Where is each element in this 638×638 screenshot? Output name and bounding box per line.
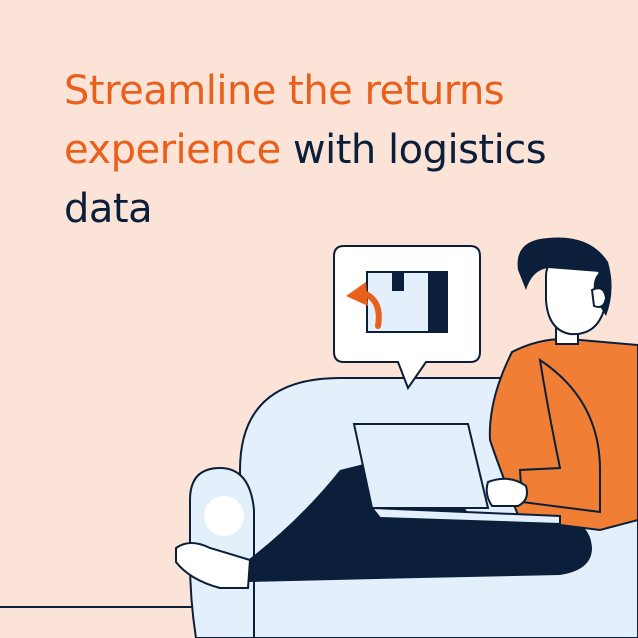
speech-bubble: [333, 245, 481, 391]
headline-accent: Streamline the returns experience: [64, 68, 505, 173]
headline-plain: with logistics data: [64, 127, 547, 232]
person-feet: [175, 542, 252, 589]
person-legs: [248, 462, 592, 582]
armrest-highlight: [204, 496, 244, 536]
person-hair: [517, 237, 612, 316]
headline: Streamline the returns experience with l…: [64, 62, 584, 239]
person-hand: [485, 477, 528, 507]
person-arm: [518, 357, 601, 514]
person-ear: [590, 287, 608, 308]
laptop: [352, 423, 561, 526]
return-package-icon: [346, 271, 448, 333]
